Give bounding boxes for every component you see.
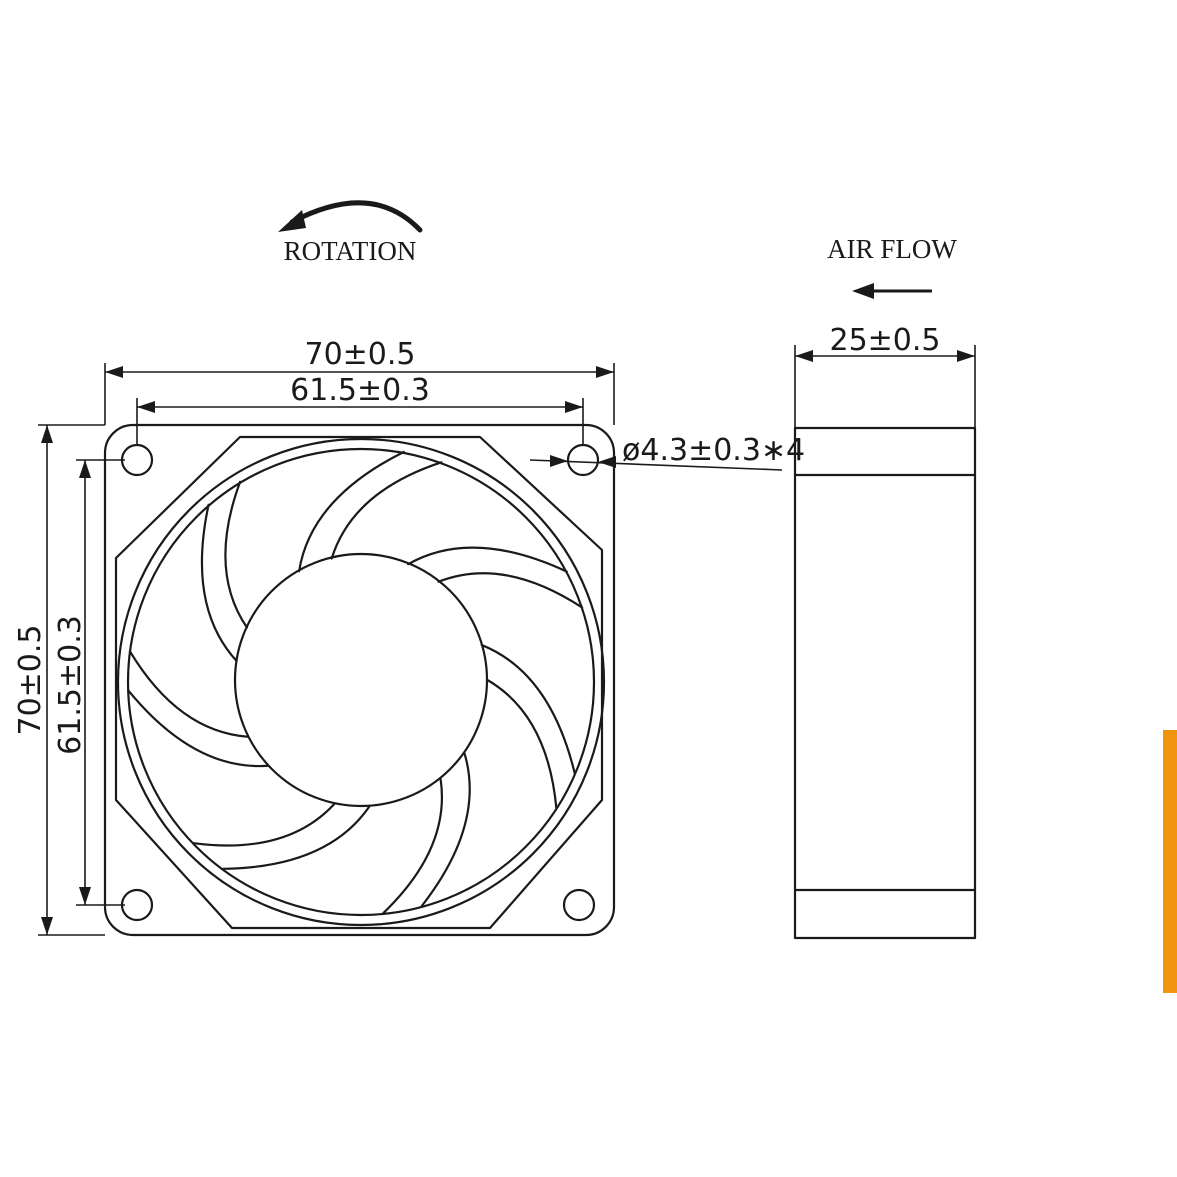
fan-blade	[192, 803, 371, 870]
mounting-hole-bottom-left	[120, 888, 154, 922]
outer-width-label: 70±0.5	[304, 337, 415, 372]
rotation-indicator: ROTATION	[278, 200, 423, 266]
fan-hub	[233, 552, 489, 808]
hole-spacing-width-label: 61.5±0.3	[290, 373, 430, 408]
mounting-hole-bottom-right	[562, 888, 596, 922]
fan-frame-outline	[103, 423, 616, 937]
fan-blade	[480, 643, 576, 810]
side-body-outline	[793, 426, 977, 940]
side-view	[793, 426, 977, 940]
outer-height-label: 70±0.5	[13, 624, 48, 735]
accent-bar	[1163, 730, 1177, 993]
mounting-hole-top-left	[120, 443, 154, 477]
venturi-inner-ring	[126, 447, 596, 917]
airflow-label: AIR FLOW	[827, 234, 957, 264]
fan-blades	[127, 450, 584, 915]
front-view	[103, 423, 616, 937]
dimension-hole-spacing-height: 61.5±0.3	[53, 459, 125, 906]
rotation-arrowhead	[278, 210, 306, 232]
fan-blade	[127, 650, 269, 768]
hole-spacing-height-label: 61.5±0.3	[53, 615, 88, 755]
fan-blade	[200, 480, 249, 663]
depth-label: 25±0.5	[829, 323, 940, 358]
dimension-hole-spacing-width: 61.5±0.3	[136, 373, 584, 445]
hole-spec-callout: ø4.3±0.3∗4	[529, 433, 805, 471]
airflow-arrow-icon	[852, 283, 874, 299]
airflow-indicator: AIR FLOW	[827, 234, 957, 299]
fan-blade	[297, 450, 443, 573]
dimension-outer-width: 70±0.5	[104, 337, 615, 425]
rotation-arrow-icon	[289, 200, 423, 233]
fan-blade	[407, 546, 584, 609]
fan-blade	[382, 751, 471, 915]
hole-spec-label: ø4.3±0.3∗4	[622, 433, 805, 468]
fan-frame-inner	[114, 435, 604, 930]
dimension-outer-height: 70±0.5	[13, 424, 105, 936]
dimension-depth: 25±0.5	[794, 323, 976, 428]
venturi-outer-ring	[116, 437, 606, 927]
mounting-hole-top-right	[566, 443, 600, 477]
rotation-label: ROTATION	[284, 236, 417, 266]
